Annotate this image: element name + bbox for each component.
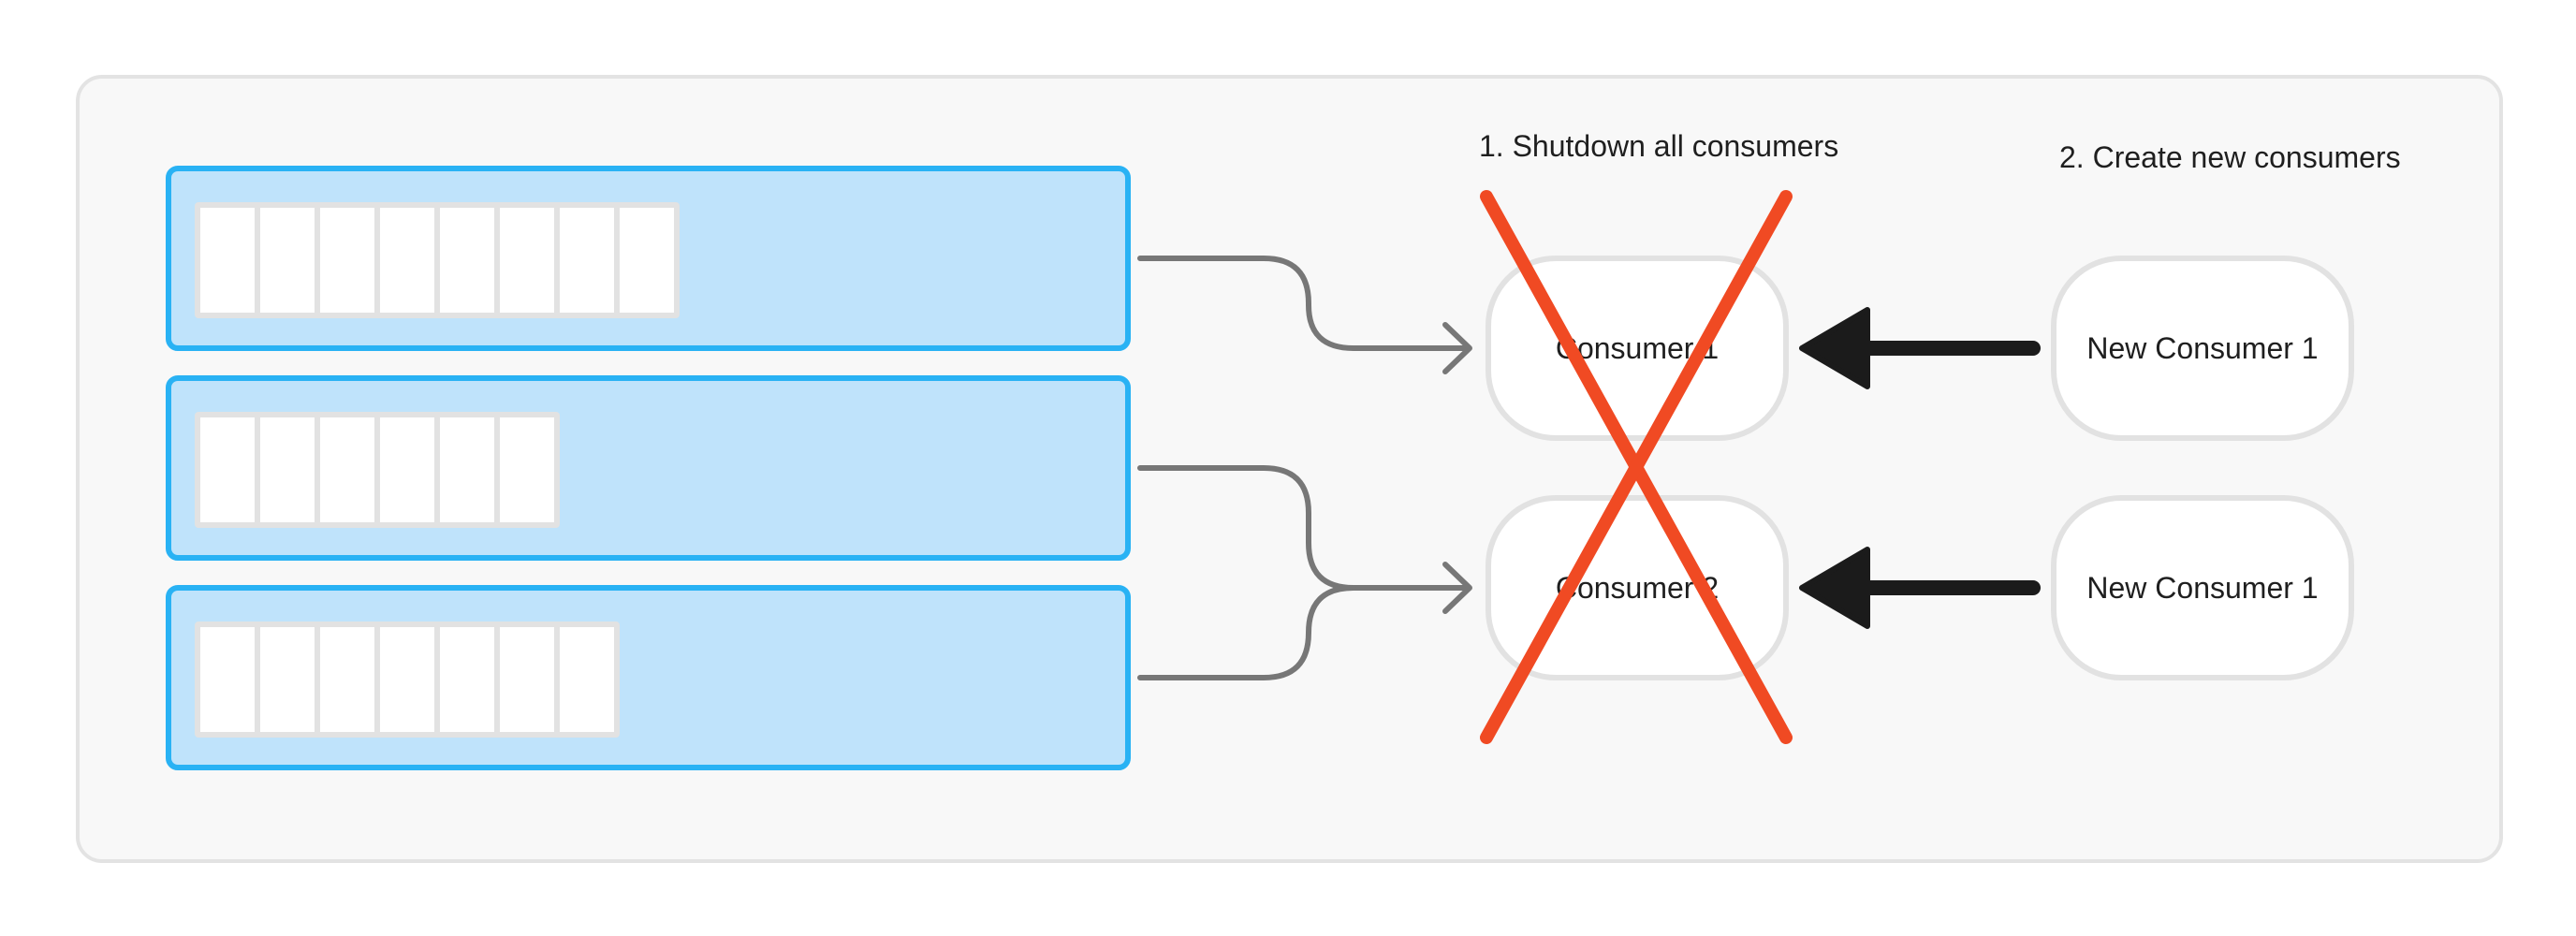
new-consumer-2-label: New Consumer 1 <box>2086 571 2319 605</box>
arrowhead-consumer1 <box>1442 322 1472 374</box>
partition-1 <box>166 166 1131 351</box>
message-queue <box>195 622 620 738</box>
message-queue <box>195 412 560 528</box>
message-slot <box>380 208 434 313</box>
message-queue-frame <box>195 202 680 318</box>
message-slot <box>560 208 614 313</box>
message-slot <box>500 417 554 522</box>
message-slot <box>200 208 255 313</box>
message-slot <box>200 627 255 732</box>
message-slot <box>440 208 494 313</box>
message-slot <box>380 417 434 522</box>
arrowhead-consumer2 <box>1442 562 1472 614</box>
new-consumer-1-label: New Consumer 1 <box>2086 331 2319 365</box>
new-consumer-2-node <box>2051 495 2354 680</box>
step-create-label: 2. Create new consumers <box>2059 140 2401 174</box>
connector-partition1-consumer1 <box>1137 256 1471 351</box>
consumer-2-label: Consumer 2 <box>1555 571 1720 605</box>
partition-2 <box>166 375 1131 561</box>
partition-3 <box>166 585 1131 770</box>
consumer-1-label: Consumer 1 <box>1555 331 1720 365</box>
message-slot <box>620 208 674 313</box>
message-slot <box>320 208 374 313</box>
message-slot <box>320 627 374 732</box>
new-consumer-1-node <box>2051 256 2354 441</box>
message-slot <box>380 627 434 732</box>
arrow-new-consumer-2 <box>1799 547 2041 629</box>
message-slot <box>260 208 315 313</box>
arrow-new-consumer-1 <box>1799 307 2041 389</box>
message-slot <box>440 417 494 522</box>
message-slot <box>320 417 374 522</box>
message-slot <box>440 627 494 732</box>
message-slot <box>200 417 255 522</box>
step-shutdown-label: 1. Shutdown all consumers <box>1479 129 1839 163</box>
message-queue <box>195 202 680 318</box>
message-slot <box>260 417 315 522</box>
message-slot <box>560 627 614 732</box>
connector-partition3-consumer2 <box>1137 585 1356 680</box>
connector-partition2-consumer2 <box>1137 465 1471 591</box>
message-slot <box>500 208 554 313</box>
message-slot <box>500 627 554 732</box>
message-slot <box>260 627 315 732</box>
